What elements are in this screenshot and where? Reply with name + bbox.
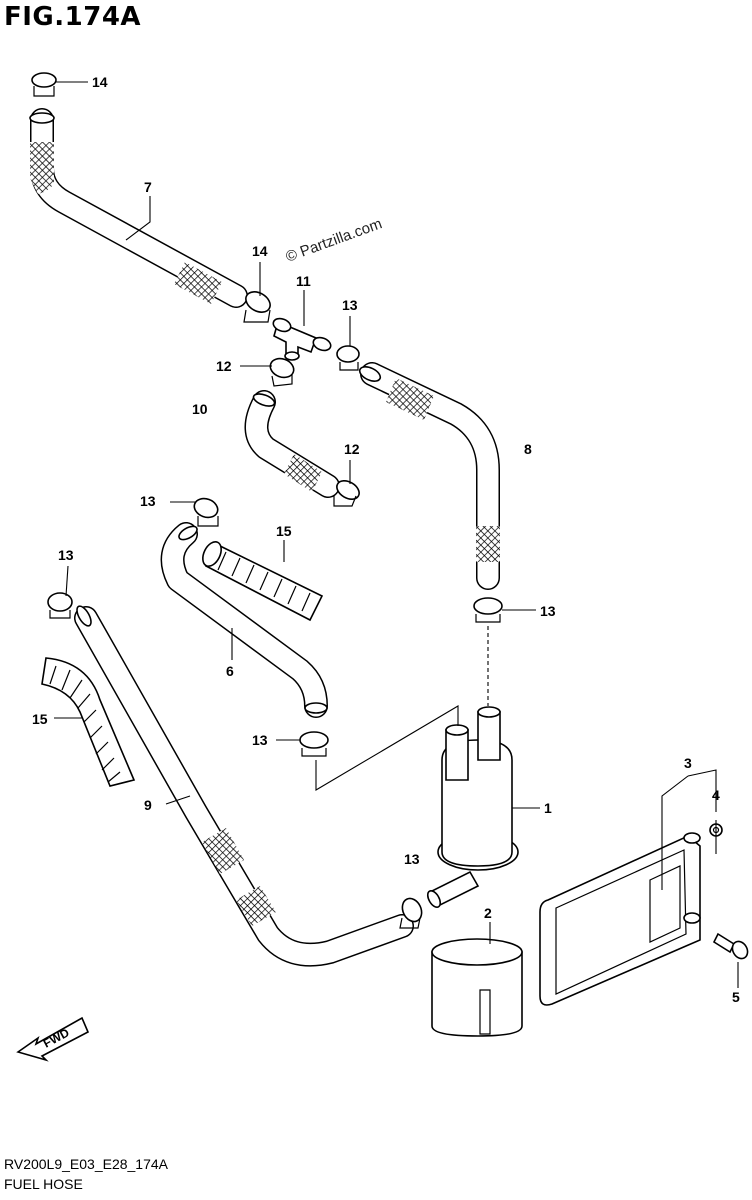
clamp-12-upper[interactable] <box>268 355 297 387</box>
filter-bracket-3[interactable] <box>539 832 701 1006</box>
callout-13-hose8-bottom: 13 <box>540 603 556 619</box>
callout-14-middle: 14 <box>252 243 268 259</box>
callout-labels: 14 7 14 11 13 12 10 12 8 13 15 13 13 6 1… <box>32 74 740 1005</box>
callout-11: 11 <box>296 273 311 289</box>
callout-15-upper: 15 <box>276 523 292 539</box>
hose-9[interactable] <box>74 604 414 967</box>
watermark: © Partzilla.com <box>284 215 385 266</box>
protector-15-upper[interactable] <box>199 539 324 622</box>
hose-7[interactable] <box>29 108 248 308</box>
clamp-13-hose6-top[interactable] <box>192 495 221 527</box>
clamp-13-hose6-bottom[interactable] <box>299 731 329 757</box>
callout-15-lower: 15 <box>32 711 48 727</box>
hose-10[interactable] <box>244 390 340 498</box>
callout-1: 1 <box>544 800 552 816</box>
callout-8: 8 <box>524 441 532 457</box>
hose-6[interactable] <box>160 522 328 718</box>
callout-4: 4 <box>712 787 720 803</box>
fwd-direction-arrow: FWD <box>16 1016 90 1062</box>
diagram-code: RV200L9_E03_E28_174A <box>4 1156 169 1172</box>
callout-9: 9 <box>144 797 152 813</box>
clamp-12-lower[interactable] <box>333 477 363 507</box>
callout-10: 10 <box>192 401 208 417</box>
clamp-13-hose9-top[interactable] <box>47 592 73 619</box>
filter-holder-2[interactable] <box>431 938 523 1037</box>
callout-5: 5 <box>732 989 740 1005</box>
clamp-13-filter-outlet[interactable] <box>399 895 425 929</box>
clamp-13-joint[interactable] <box>336 345 360 371</box>
bolt-5[interactable] <box>712 932 751 961</box>
protector-15-lower[interactable] <box>41 657 136 787</box>
t-joint-11[interactable] <box>271 316 332 361</box>
leader-lines <box>54 81 739 988</box>
clamp-14-middle[interactable] <box>242 288 274 323</box>
callout-13-hose6-bottom: 13 <box>252 732 268 748</box>
callout-13-hose9-top: 13 <box>58 547 74 563</box>
fuel-filter-1[interactable] <box>425 706 519 909</box>
callout-13-filter-outlet: 13 <box>404 851 420 867</box>
callout-6: 6 <box>226 663 234 679</box>
callout-12-upper: 12 <box>216 358 232 374</box>
callout-13-hose6-top: 13 <box>140 493 156 509</box>
callout-2: 2 <box>484 905 492 921</box>
clamp-13-hose8-bottom[interactable] <box>473 597 503 623</box>
clamp-14-top[interactable] <box>31 72 57 97</box>
callout-3: 3 <box>684 755 692 771</box>
callout-7: 7 <box>144 179 152 195</box>
figure-title: FIG.174A <box>4 2 142 32</box>
hose-8[interactable] <box>357 362 500 590</box>
callout-14-top: 14 <box>92 74 108 90</box>
diagram-name: FUEL HOSE <box>4 1176 83 1192</box>
callout-13-joint: 13 <box>342 297 358 313</box>
callout-12-lower: 12 <box>344 441 360 457</box>
